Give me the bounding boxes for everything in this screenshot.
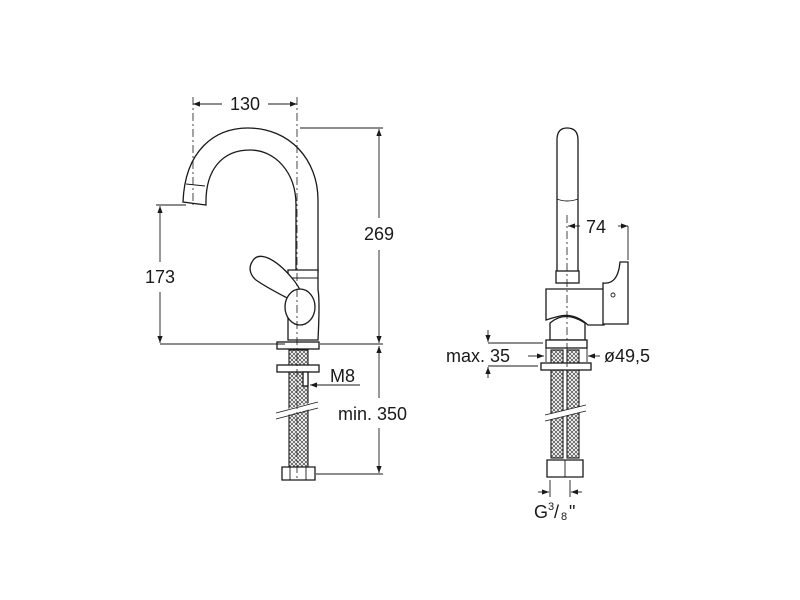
- side-view-dimensions: [156, 97, 383, 480]
- thread-suffix: ": [569, 502, 575, 522]
- front-hose-left: [550, 349, 564, 459]
- dim-fixing-thread: M8: [330, 366, 355, 386]
- side-view-faucet: [182, 127, 320, 481]
- thread-denominator: 8: [561, 511, 567, 523]
- side-hose-nut: [281, 466, 316, 481]
- front-spout: [556, 127, 579, 283]
- thread-slash: /: [554, 502, 559, 522]
- dim-max-deck-thickness: max. 35: [446, 346, 510, 366]
- thread-numerator: 3: [548, 501, 554, 513]
- front-hose-right: [566, 349, 580, 459]
- dim-spout-reach: 130: [230, 94, 260, 114]
- front-fixing-plate: [540, 362, 592, 371]
- thread-prefix: G: [534, 502, 548, 522]
- side-lever-hub: [284, 288, 316, 326]
- dim-hose-length: min. 350: [338, 404, 407, 424]
- dim-connection-thread: G 3 / 8 ": [534, 501, 575, 523]
- front-body: [545, 288, 605, 326]
- dim-total-height: 269: [364, 224, 394, 244]
- side-base: [276, 341, 320, 350]
- dim-base-diameter: ø49,5: [604, 346, 650, 366]
- side-fixing-plate: [276, 364, 320, 373]
- dim-handle-offset: 74: [586, 217, 606, 237]
- front-handle: [602, 261, 629, 325]
- dim-spout-height: 173: [145, 267, 175, 287]
- front-base: [545, 339, 588, 349]
- front-view-dimensions: [485, 223, 629, 497]
- front-view-faucet: [540, 127, 629, 478]
- side-spout: [182, 127, 319, 273]
